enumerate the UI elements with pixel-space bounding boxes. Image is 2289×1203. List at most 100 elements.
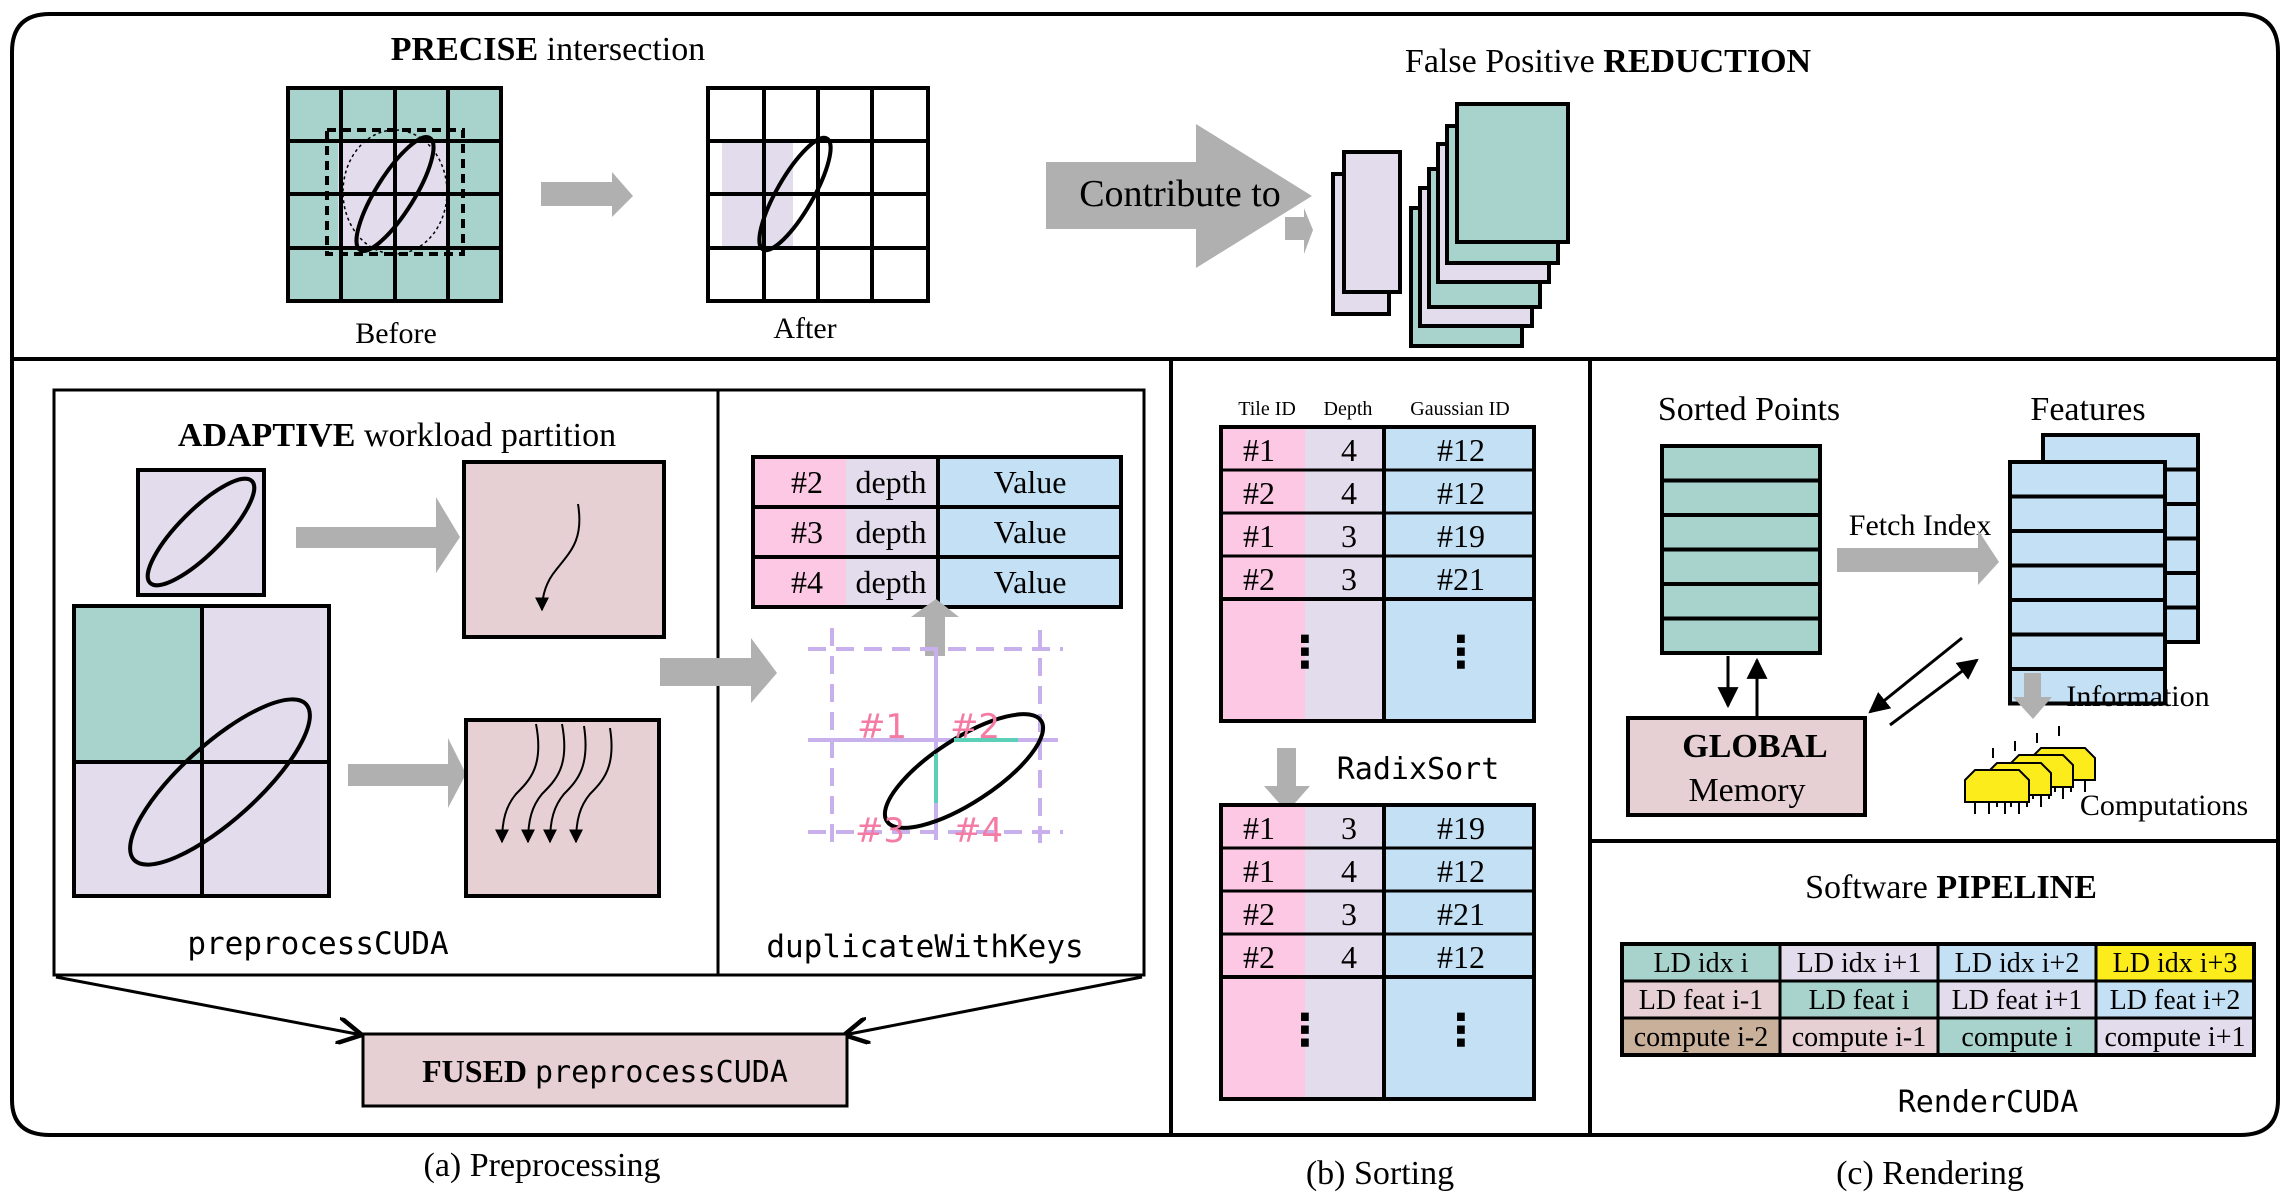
kv-depth-text: depth xyxy=(855,464,926,500)
kv-value-text: Value xyxy=(994,564,1067,600)
pipeline-cell-text: LD idx i+1 xyxy=(1797,948,1922,979)
precise-arrow xyxy=(541,172,633,217)
fuse-arrow-right xyxy=(844,975,1143,1035)
feature-slot xyxy=(2008,563,2167,602)
feature-slot xyxy=(2008,494,2167,533)
radix-sort-arrow xyxy=(1264,748,1310,812)
reduction-title: False Positive REDUCTION xyxy=(1405,43,1812,80)
global-memory-box xyxy=(1626,716,1867,817)
sorted-point-slot xyxy=(1660,513,1822,552)
fuse-arrow-left xyxy=(55,975,362,1035)
computations-label: Computations xyxy=(2080,789,2248,822)
tile-label-3: #3 xyxy=(855,811,905,851)
duplicate-kernel-label: duplicateWithKeys xyxy=(766,929,1083,965)
adaptive-title: ADAPTIVE workload partition xyxy=(178,417,616,454)
sort-gaussian-id: #12 xyxy=(1437,475,1485,511)
pipeline-cell: LD idx i+3 xyxy=(2094,942,2256,983)
kv-depth-text: depth xyxy=(855,564,926,600)
pipeline-cell: LD idx i xyxy=(1620,942,1782,983)
global-to-feature-arrow xyxy=(1889,658,1979,727)
ellipsis-right: ⋮ xyxy=(1439,1005,1483,1056)
pipeline-title-bold: PIPELINE xyxy=(1936,869,2097,906)
pipeline-cell-text: compute i+1 xyxy=(2105,1022,2246,1053)
pipeline-table: LD idx i LD idx i+1 LD idx i+2 LD idx i+3LD… xyxy=(1620,942,2256,1057)
outer-frame xyxy=(10,12,2280,1137)
radix-sort-label: RadixSort xyxy=(1337,752,1500,787)
large-gaussian-tile xyxy=(72,604,331,898)
sort-depth: 3 xyxy=(1341,518,1357,554)
fused-kernel-name: preprocessCUDA xyxy=(535,1055,788,1090)
kv-tile-text: #4 xyxy=(791,564,823,600)
pipeline-cell: compute i-1 xyxy=(1778,1016,1940,1057)
sort-gaussian-id: #19 xyxy=(1437,518,1485,554)
caption-preprocessing: (a) Preprocessing xyxy=(424,1147,661,1184)
sort-tile-id: #2 xyxy=(1243,939,1275,975)
sort-gaussian-id: #12 xyxy=(1437,432,1485,468)
pipeline-cell-text: compute i-1 xyxy=(1792,1022,1927,1053)
kv-tile-cell xyxy=(753,557,846,607)
sort-tile-id: #2 xyxy=(1243,475,1275,511)
sorted-point-slot xyxy=(1660,478,1822,517)
pipeline-cell-text: LD idx i xyxy=(1654,948,1749,979)
pipeline-cell-text: LD feat i xyxy=(1808,985,1909,1016)
contribute-arrow xyxy=(1046,124,1312,268)
sort-tile-id: #2 xyxy=(1243,896,1275,932)
single-thread-arrow xyxy=(296,497,460,573)
pipeline-cell: LD feat i-1 xyxy=(1620,979,1782,1020)
precise-title-bold: PRECISE xyxy=(391,31,538,68)
kv-tile-cell xyxy=(753,457,846,507)
fetch-index-label: Fetch Index xyxy=(1849,509,1991,542)
reduction-title-rest: False Positive xyxy=(1405,43,1603,80)
small-gaussian-tile xyxy=(136,468,266,597)
fetch-index-arrow xyxy=(1837,530,1999,585)
sort-depth: 4 xyxy=(1341,432,1357,468)
multi-thread-arrow xyxy=(348,738,466,808)
reduction-title-bold: REDUCTION xyxy=(1603,43,1811,80)
single-thread-box xyxy=(462,460,666,639)
kv-depth-cell xyxy=(846,507,938,557)
pipeline-cell-text: LD feat i+2 xyxy=(2110,985,2241,1016)
kv-value-text: Value xyxy=(994,514,1067,550)
pipeline-cell: LD idx i+2 xyxy=(1936,942,2098,983)
pipeline-cell-text: LD feat i+1 xyxy=(1952,985,2083,1016)
after-label: After xyxy=(773,312,836,345)
ellipsis-right: ⋮ xyxy=(1439,627,1483,678)
sorted-point-slot xyxy=(1660,444,1822,483)
feature-slot xyxy=(2008,460,2167,499)
feature-to-global-arrow xyxy=(1868,636,1963,714)
sorted-points-stack xyxy=(1660,444,1822,655)
sorted-point-slot xyxy=(1660,582,1822,621)
fused-bold: FUSED xyxy=(422,1053,527,1089)
feature-slot xyxy=(2008,529,2167,568)
pipeline-cell: LD idx i+1 xyxy=(1778,942,1940,983)
sort-depth: 4 xyxy=(1341,475,1357,511)
sort-gaussian-id: #12 xyxy=(1437,853,1485,889)
pipeline-cell-text: LD idx i+2 xyxy=(1955,948,2080,979)
precise-title-rest: intersection xyxy=(538,31,705,68)
pipeline-cell-text: LD idx i+3 xyxy=(2113,948,2238,979)
pipeline-cell: LD feat i+1 xyxy=(1936,979,2098,1020)
kv-value-cell xyxy=(938,457,1121,507)
sort-header-gaussian: Gaussian ID xyxy=(1410,398,1509,420)
sort-depth: 3 xyxy=(1341,810,1357,846)
kv-value-cell xyxy=(938,507,1121,557)
tile-label-4: #4 xyxy=(953,811,1003,851)
sorted-points-label: Sorted Points xyxy=(1658,391,1840,428)
fused-kernel-box xyxy=(361,1032,849,1108)
sort-depth: 3 xyxy=(1341,896,1357,932)
compute-units xyxy=(1964,726,2096,814)
kv-tile-cell xyxy=(753,507,846,557)
compute-unit-icon xyxy=(1964,748,2030,814)
sort-depth: 4 xyxy=(1341,939,1357,975)
ellipsis-left: ⋮ xyxy=(1283,1005,1327,1056)
sort-tile-id: #1 xyxy=(1243,853,1275,889)
kv-value-text: Value xyxy=(994,464,1067,500)
sorted-point-slot xyxy=(1660,616,1822,655)
